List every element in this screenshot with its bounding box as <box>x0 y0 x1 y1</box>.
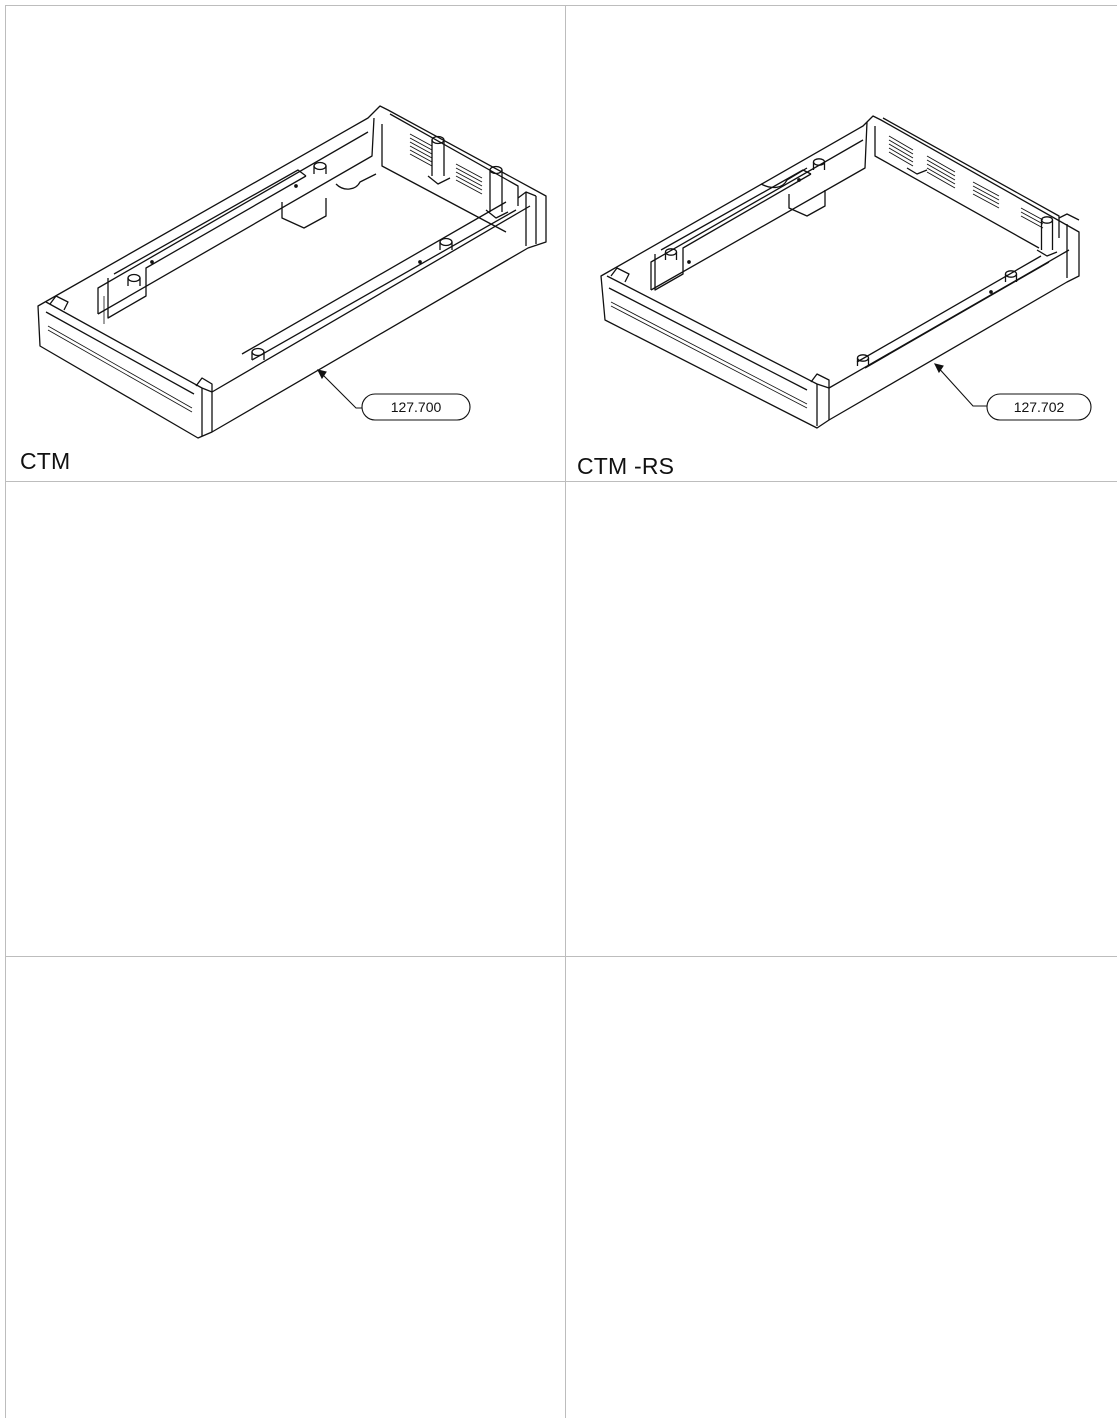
grid-center-divider <box>565 5 566 1418</box>
ctm-rs-label: CTM -RS <box>577 453 675 479</box>
ctm-tray-illustration: 127.700 <box>37 105 547 439</box>
empty-cell-6 <box>567 957 1117 1418</box>
empty-cell-5 <box>6 957 564 1418</box>
ctm-rs-tray-illustration: 127.702 <box>600 115 1092 429</box>
part-cell-ctm: 127.700 CTM <box>6 6 564 480</box>
ctm-drawing: 127.700 <box>6 6 564 480</box>
ctm-part-number: 127.700 <box>391 399 442 415</box>
empty-cell-4 <box>567 482 1117 955</box>
grid-row-divider-2 <box>5 956 1117 957</box>
part-cell-ctm-rs: 127.702 CTM -RS <box>567 6 1117 480</box>
empty-cell-3 <box>6 482 564 955</box>
grid-top-border <box>5 5 1117 6</box>
grid-row-divider-1 <box>5 481 1117 482</box>
ctm-rs-part-number: 127.702 <box>1014 399 1065 415</box>
ctm-label: CTM <box>20 448 71 474</box>
ctm-rs-drawing: 127.702 <box>567 6 1117 480</box>
grid-left-border <box>5 5 6 1418</box>
